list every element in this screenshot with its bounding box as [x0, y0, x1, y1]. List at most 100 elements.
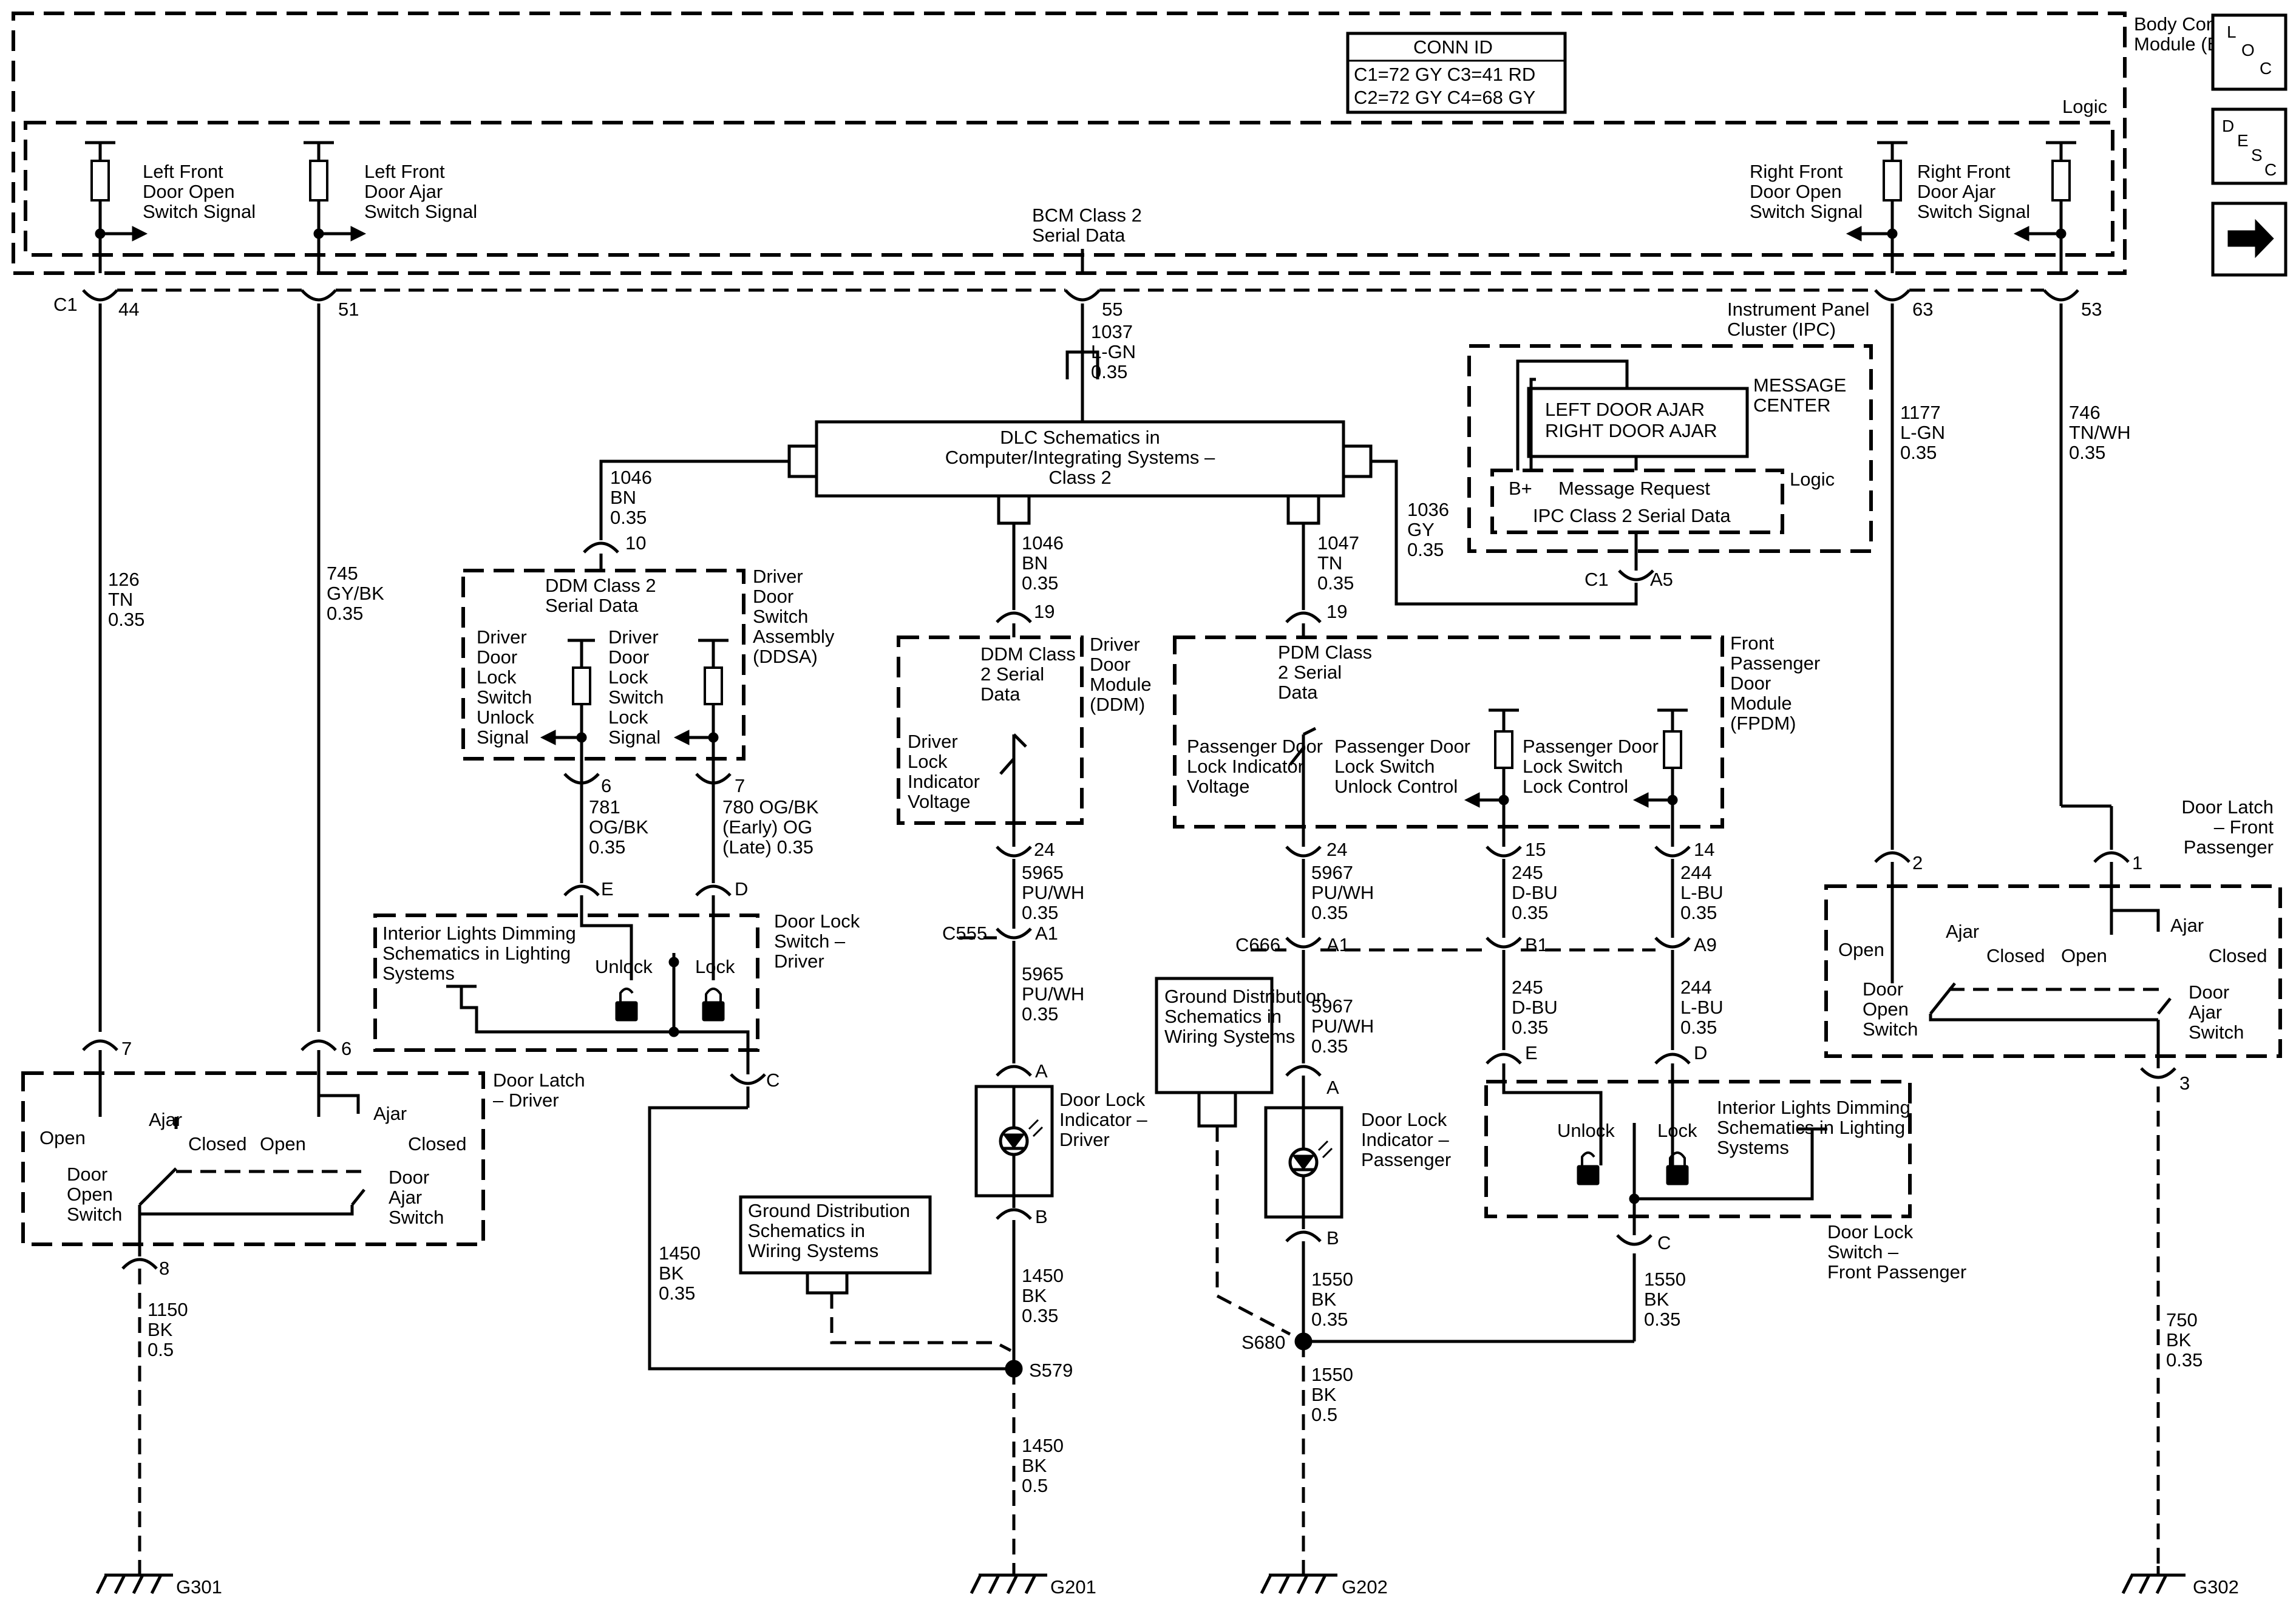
- ipc-pin-a5: A5: [1650, 569, 1673, 590]
- wire-dlc-fpdm: [1285, 523, 1322, 623]
- gnd-dist-box-1: [739, 1195, 1012, 1352]
- lp-ajar-1: Ajar: [1946, 921, 1979, 942]
- lp-closed-1: Closed: [1986, 945, 2045, 966]
- ipc-msg-request: Message Request: [1558, 478, 1710, 499]
- conn-id-box: [1346, 32, 1567, 114]
- bcm-module: [12, 12, 2127, 275]
- lock-pass-icon: [1666, 1151, 1689, 1185]
- bcm-lf-open-signal: [85, 141, 148, 273]
- bcm-c1-pins: [82, 288, 2079, 302]
- loc-icon[interactable]: L O C: [2211, 13, 2288, 91]
- dls-driver-module: [373, 884, 1011, 1371]
- g201-label: G201: [1050, 1576, 1096, 1598]
- pin-55: 55: [1102, 299, 1123, 320]
- c555-label: C555: [942, 923, 987, 944]
- wire-dlc-ddm: [996, 523, 1032, 623]
- dlsp-pin-d: D: [1694, 1042, 1707, 1063]
- ipc-bplus: B+: [1509, 478, 1532, 499]
- next-arrow-icon[interactable]: [2211, 202, 2288, 277]
- dlc-box: [787, 350, 1373, 525]
- lp-closed-2: Closed: [2209, 945, 2267, 966]
- s680-label: S680: [1241, 1332, 1285, 1353]
- wire-780: 780 OG/BK(Early) OG(Late) 0.35: [722, 796, 819, 858]
- svg-text:L: L: [2227, 22, 2237, 41]
- ld-closed-2: Closed: [408, 1133, 467, 1154]
- g302-label: G302: [2193, 1576, 2239, 1598]
- ipc-serial: IPC Class 2 Serial Data: [1533, 505, 1731, 526]
- dls-driver-lock: Lock: [695, 956, 735, 977]
- ddsa-pin7: 7: [735, 775, 745, 796]
- lp-open-1: Open: [1838, 939, 1884, 960]
- svg-text:C: C: [2264, 160, 2277, 179]
- bcm-output-wires: [98, 303, 2113, 1032]
- svg-text:O: O: [2241, 41, 2255, 59]
- svg-text:C: C: [2260, 59, 2272, 78]
- wire-dlc-ipc: [1371, 459, 1654, 606]
- dls-driver-unlock: Unlock: [595, 956, 653, 977]
- latch-driver-module: [21, 1039, 485, 1566]
- dli-pin-b: B: [1035, 1206, 1048, 1227]
- latch-driver-title: Door Latch– Driver: [493, 1070, 585, 1111]
- unlock-pass-icon: [1577, 1151, 1600, 1185]
- dlsp-pin-c: C: [1657, 1232, 1671, 1253]
- s579-label: S579: [1029, 1360, 1073, 1381]
- wire-ddm-indicator: [959, 859, 1032, 1077]
- c666-a9: A9: [1694, 934, 1717, 955]
- pin-53: 53: [2081, 299, 2102, 320]
- gnd-dist-box-2: [1155, 977, 1291, 1336]
- pin-51: 51: [338, 299, 359, 320]
- lp-pin3: 3: [2179, 1073, 2190, 1094]
- dls-pass-unlock: Unlock: [1557, 1120, 1615, 1141]
- desc-icon[interactable]: D E S C: [2211, 107, 2288, 185]
- c666-b1: B1: [1525, 934, 1548, 955]
- svg-text:E: E: [2237, 131, 2249, 150]
- dli-driver-device: [974, 1085, 1054, 1369]
- ld-pin8: 8: [159, 1258, 169, 1279]
- bcm-logic-label: Logic: [2062, 96, 2107, 117]
- pin-63: 63: [1912, 299, 1933, 320]
- ground-g301: [95, 1566, 173, 1595]
- ground-g202: [1260, 1563, 1337, 1595]
- dlsp-pin-e: E: [1525, 1042, 1538, 1063]
- g202-label: G202: [1342, 1576, 1388, 1598]
- pdm-pin24: 24: [1326, 839, 1347, 860]
- ddm-pin19: 19: [1034, 601, 1055, 622]
- dli-pin-a: A: [1035, 1060, 1048, 1082]
- conn-id-title: CONN ID: [1413, 36, 1493, 58]
- ld-open-2: Open: [260, 1133, 306, 1154]
